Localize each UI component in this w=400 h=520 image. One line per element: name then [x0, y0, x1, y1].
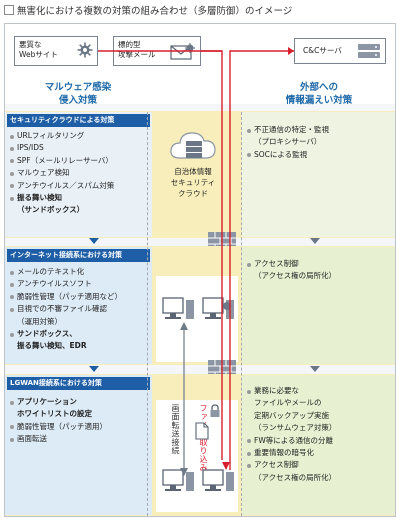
internet-system-right-list: アクセス制御 （アクセス権の局所化）	[246, 258, 336, 283]
list-item: 業務に必要な ファイルやメールの 定期バックアップ実施 （ランサムウェア対策）	[246, 385, 336, 435]
list-item: IPS/IDS	[9, 142, 114, 154]
lock-icon	[210, 404, 220, 417]
lgwan-system-right-list: 業務に必要な ファイルやメールの 定期バックアップ実施 （ランサムウェア対策） …	[246, 385, 336, 484]
list-item: アンチウイルス／スパム対策	[9, 180, 114, 192]
list-item: 脆弱性管理（パッチ適用）	[9, 421, 107, 433]
down-arrow-icon	[310, 366, 320, 372]
list-item: 画面転送	[9, 433, 107, 445]
arrow-head	[222, 462, 230, 470]
list-item: アクセス制御 （アクセス権の局所化）	[246, 459, 336, 484]
security-cloud-right-panel	[242, 112, 395, 237]
list-item: マルウェア検知	[9, 167, 114, 179]
list-item: サンドボックス、 振る舞い検知、EDR	[9, 328, 122, 353]
list-item: URLフィルタリング	[9, 130, 114, 142]
cc-server-box: C&Cサーバ	[294, 38, 386, 64]
security-cloud-label: セキュリティクラウドによる対策	[7, 114, 150, 127]
list-item: アンチウイルスソフト	[9, 278, 122, 290]
list-item: SPF（メールリレーサーバ）	[9, 155, 114, 167]
server-icon	[358, 44, 380, 58]
arrow-head	[288, 47, 294, 55]
computer-icon	[162, 469, 194, 491]
left-dashed-divider	[147, 112, 148, 516]
diagram-caption: 無害化における複数の対策の組み合わせ（多層防御）のイメージ	[4, 3, 292, 17]
list-item: 脆弱性管理（パッチ適用など）	[9, 291, 122, 303]
threat-line	[229, 50, 294, 470]
cloud-label: 自治体情報 セキュリティ クラウド	[170, 167, 216, 198]
computer-icon	[202, 469, 234, 491]
left-column-heading: マルウェア感染 侵入対策	[44, 82, 112, 106]
lgwan-system-item-list: アプリケーション ホワイトリストの設定 脆弱性管理（パッチ適用） 画面転送	[9, 396, 107, 446]
list-item: FW等による通信の分離	[246, 435, 336, 447]
internet-system-right-panel	[242, 247, 395, 364]
arrow-head	[180, 322, 188, 330]
list-item: 振る舞い検知 （サンドボックス）	[9, 192, 114, 217]
caption-marker-icon	[4, 5, 14, 15]
lgwan-system-right-panel	[242, 375, 395, 515]
internet-system-label: インターネット接続系における対策	[7, 249, 150, 262]
internet-system-left-panel	[5, 247, 152, 364]
list-item: メールのテキスト化	[9, 266, 122, 278]
threat-line	[98, 50, 223, 460]
computer-icon	[162, 297, 194, 319]
down-arrow-icon	[89, 366, 99, 372]
cloud-icon	[170, 132, 216, 159]
list-item: アクセス制御 （アクセス権の局所化）	[246, 258, 336, 283]
right-dashed-divider	[241, 112, 242, 516]
document-icon	[195, 422, 209, 440]
security-cloud-left-panel	[5, 112, 152, 237]
list-item: SOCによる監視	[246, 149, 329, 161]
security-cloud-item-list: URLフィルタリング IPS/IDS SPF（メールリレーサーバ） マルウェア検…	[9, 130, 114, 217]
down-arrow-icon	[89, 238, 99, 244]
mail-icon	[170, 43, 195, 60]
down-arrow-icon	[310, 238, 320, 244]
list-item: アプリケーション ホワイトリストの設定	[9, 396, 107, 421]
arrow-head	[180, 468, 188, 476]
screen-transfer-label: 画面転送接続	[171, 404, 180, 455]
lgwan-system-label: LGWAN接続系における対策	[7, 377, 150, 390]
list-item: 不正通信の特定・監視 （プロキシサーバ）	[246, 124, 329, 149]
virus-icon	[77, 42, 93, 58]
lgwan-system-left-panel	[5, 375, 152, 515]
list-item: 重要情報の暗号化	[246, 447, 336, 459]
security-cloud-right-list: 不正通信の特定・監視 （プロキシサーバ） SOCによる監視	[246, 124, 329, 161]
malicious-site-box: 悪質な Webサイト	[14, 36, 98, 66]
list-item: 目視での不審ファイル確認 （運用対策）	[9, 303, 122, 328]
right-column-heading: 外部への 情報漏えい対策	[285, 82, 353, 106]
internet-system-item-list: メールのテキスト化 アンチウイルスソフト 脆弱性管理（パッチ適用など） 目視での…	[9, 266, 122, 353]
lgwan-zone	[156, 400, 238, 512]
